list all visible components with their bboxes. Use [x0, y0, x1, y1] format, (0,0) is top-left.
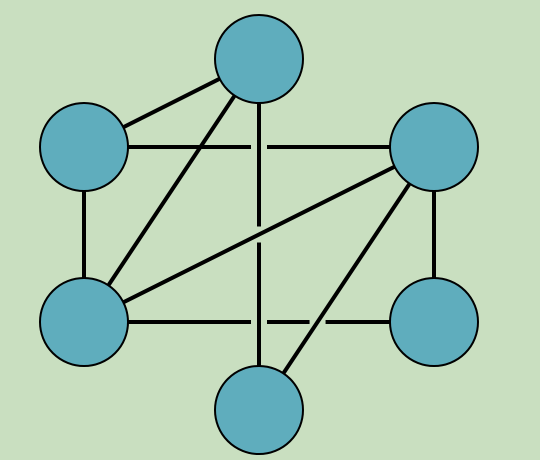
- nodes-layer: [39, 14, 479, 455]
- edge-upper-right-lower-left: [83, 145, 435, 324]
- node-lower-left: [39, 277, 129, 367]
- node-upper-left: [39, 102, 129, 192]
- edge-segment: [83, 145, 435, 324]
- edge-upper-right-bottom: [257, 145, 436, 412]
- edge-segment: [257, 145, 436, 412]
- edges-layer: [82, 57, 436, 412]
- edge-top-lower-left: [82, 57, 261, 324]
- node-upper-right: [389, 102, 479, 192]
- node-lower-right: [389, 277, 479, 367]
- node-top: [214, 14, 304, 104]
- node-bottom: [214, 365, 304, 455]
- edge-segment: [82, 57, 261, 324]
